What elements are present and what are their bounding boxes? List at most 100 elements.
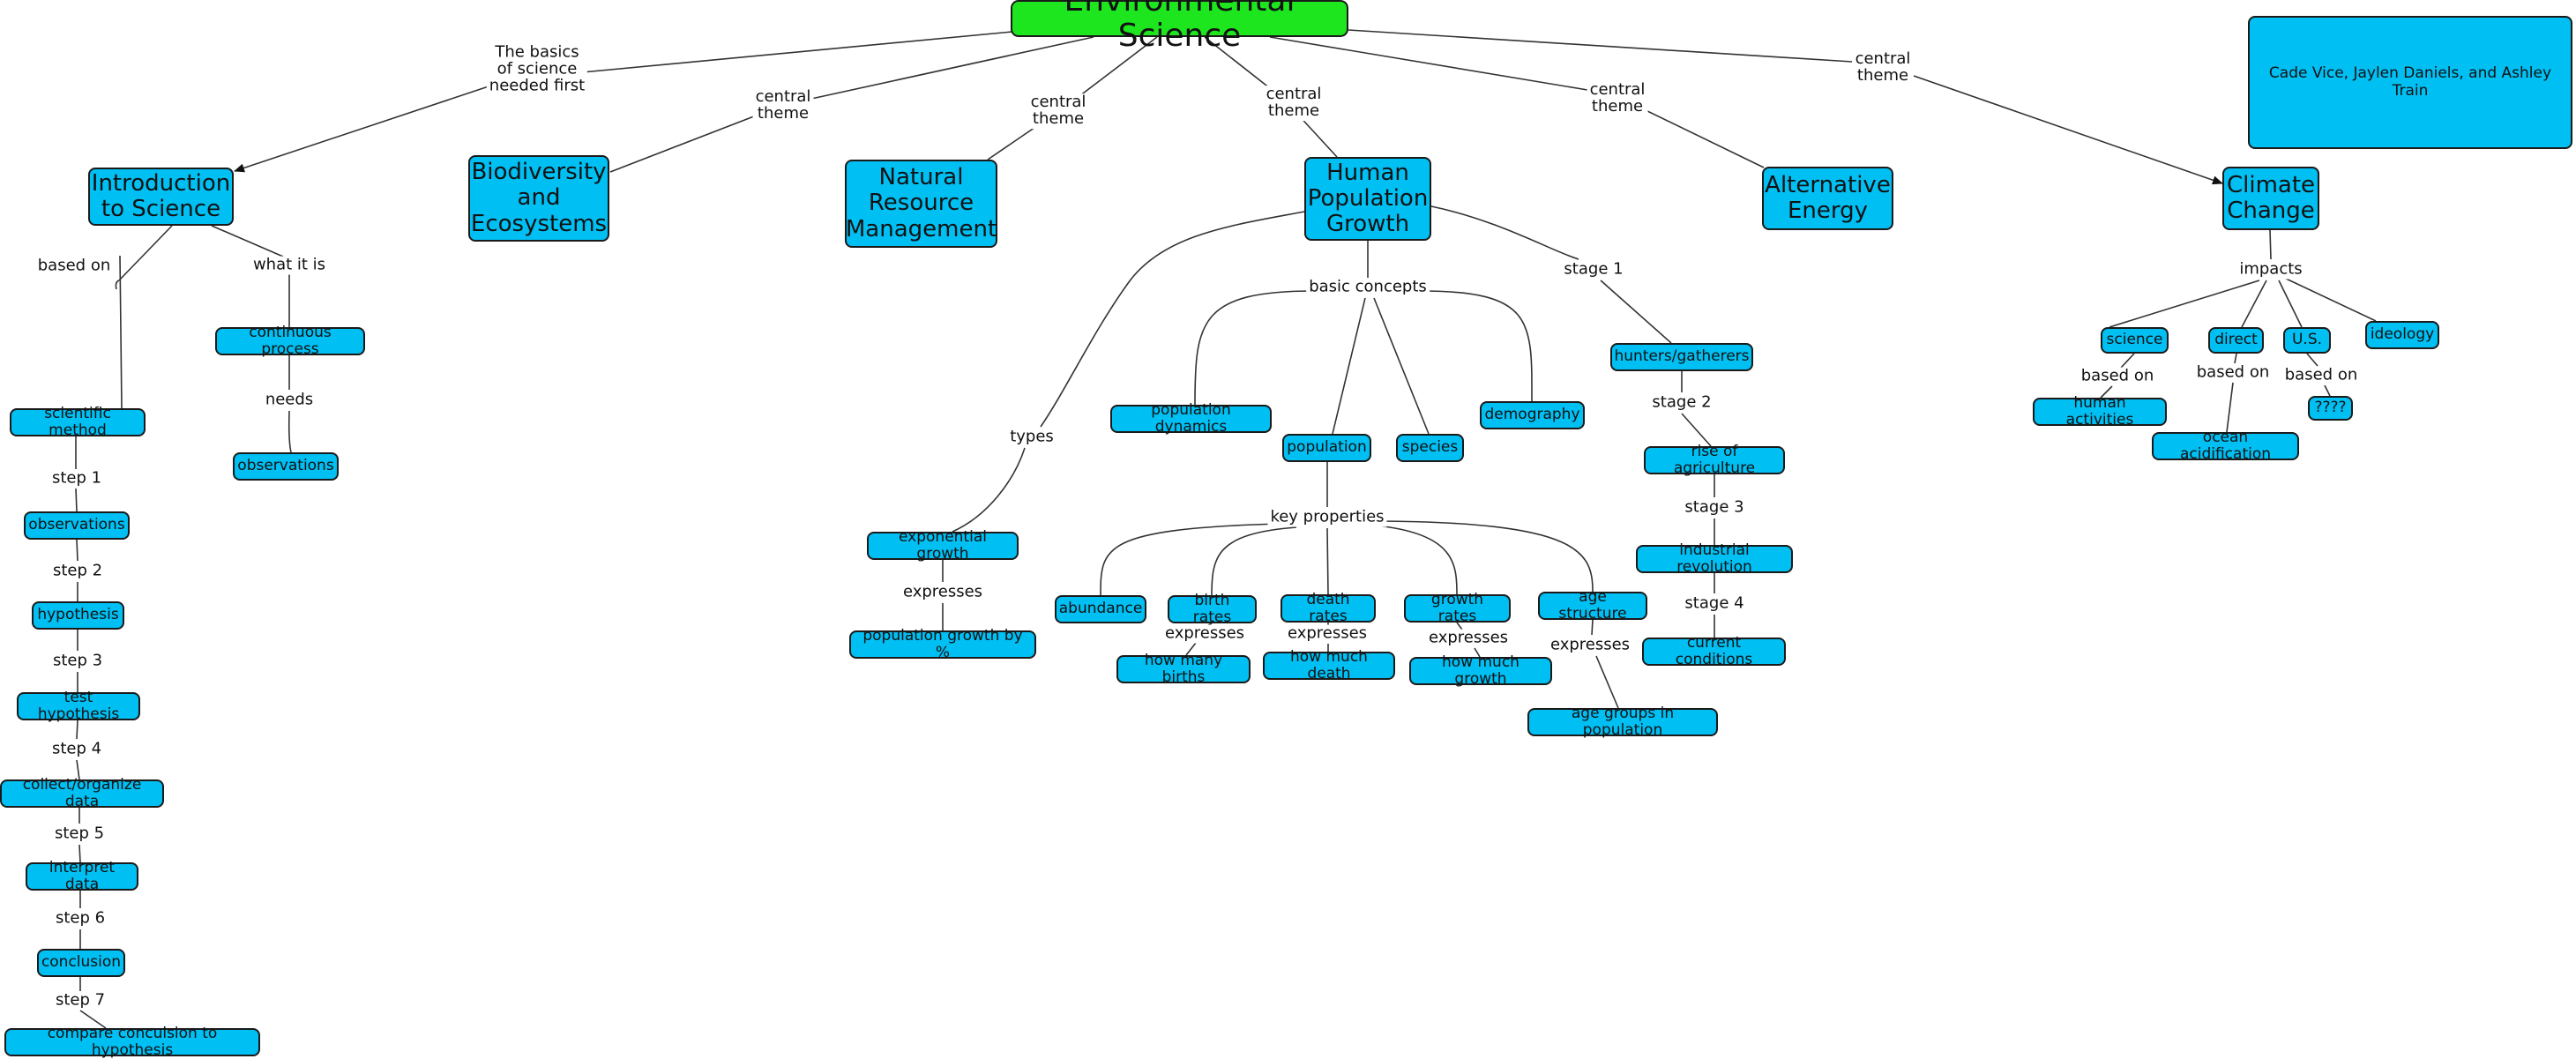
connector-line	[1269, 36, 1588, 91]
link-label-based-on: based on	[2078, 367, 2157, 386]
node-ideology[interactable]: ideology	[2365, 321, 2439, 349]
topic-biodiversity-and-ecosystems[interactable]: Biodiversity and Ecosystems	[468, 155, 609, 242]
link-label-basics: The basics of science needed first	[486, 43, 588, 96]
connector-line	[1075, 36, 1158, 100]
step-node[interactable]: interpret data	[26, 859, 138, 893]
node-human-activities[interactable]: human activities	[2033, 394, 2167, 429]
topic-natural-resource-management[interactable]: Natural Resource Management	[845, 160, 997, 248]
connector-line	[2278, 280, 2303, 328]
node-how-much-growth[interactable]: how much growth	[1409, 653, 1552, 688]
step-node[interactable]: test hypothesis	[17, 689, 140, 723]
node-science[interactable]: science	[2101, 327, 2169, 354]
node-birth-rates[interactable]: birth rates	[1168, 592, 1257, 626]
connector-line	[79, 1010, 107, 1029]
step-node[interactable]: conclusion	[37, 949, 125, 977]
link-label-stage: stage 4	[1682, 594, 1747, 614]
link-label-stage: stage 1	[1561, 260, 1626, 280]
connector-line	[1430, 205, 1579, 260]
node-unknown[interactable]: ????	[2308, 396, 2353, 421]
connector-line	[1591, 619, 1594, 636]
connector-line	[118, 225, 173, 281]
node-population-dynamics[interactable]: population dynamics	[1110, 401, 1272, 436]
node-population-growth-by-percent[interactable]: population growth by %	[849, 627, 1036, 661]
link-label-step: step 4	[49, 740, 105, 759]
topic-climate-change[interactable]: Climate Change	[2222, 167, 2319, 230]
connector-line	[1332, 297, 1366, 435]
link-label-expresses: expresses	[1161, 624, 1248, 644]
link-label-stage: stage 2	[1649, 393, 1714, 413]
connector-line	[1326, 527, 1329, 595]
node-rise-of-agriculture[interactable]: rise of agriculture	[1644, 443, 1785, 477]
connector-line	[2241, 280, 2267, 328]
node-age-groups-in-population[interactable]: age groups in population	[1527, 705, 1718, 739]
node-industrial-revolution[interactable]: industrial revolution	[1636, 541, 1793, 576]
connector-line	[1600, 280, 1672, 344]
connector-line	[1194, 290, 1315, 406]
link-label-what-it-is: what it is	[250, 256, 329, 275]
node-demography[interactable]: demography	[1480, 401, 1585, 429]
connector-line	[234, 84, 495, 173]
node-how-much-death[interactable]: how much death	[1263, 648, 1395, 682]
link-label-basic-concepts: basic concepts	[1306, 278, 1430, 297]
connector-line	[2306, 353, 2318, 367]
node-how-many-births[interactable]: how many births	[1116, 652, 1251, 686]
connector-line	[76, 759, 80, 780]
connector-line	[1375, 520, 1594, 593]
node-continuous-process[interactable]: continuous process	[215, 324, 365, 358]
node-ocean-acidification[interactable]: ocean acidification	[2152, 429, 2299, 463]
link-label-step: step 3	[49, 652, 106, 671]
step-node[interactable]: collect/organize data	[0, 776, 164, 810]
step-node[interactable]: hypothesis	[32, 601, 124, 630]
connector-line	[1204, 36, 1275, 93]
step-node[interactable]: observations	[24, 511, 130, 540]
node-age-structure[interactable]: age structure	[1538, 588, 1647, 623]
topic-human-population-growth[interactable]: Human Population Growth	[1304, 157, 1431, 241]
link-label-needs: needs	[262, 391, 317, 410]
connector-line	[1211, 526, 1297, 596]
link-label-central-theme: central theme	[1263, 86, 1325, 121]
node-death-rates[interactable]: death rates	[1281, 591, 1376, 625]
node-hunters-gatherers[interactable]: hunters/gatherers	[1610, 343, 1753, 371]
node-abundance[interactable]: abundance	[1055, 595, 1146, 623]
connector-line	[115, 280, 120, 290]
node-population[interactable]: population	[1282, 434, 1371, 462]
node-growth-rates[interactable]: growth rates	[1404, 591, 1511, 625]
link-label-central-theme: central theme	[752, 88, 814, 123]
connector-line	[2100, 385, 2113, 399]
link-label-expresses: expresses	[1284, 624, 1370, 644]
node-direct[interactable]: direct	[2208, 327, 2264, 354]
connector-line	[2234, 353, 2237, 364]
connector-line	[2226, 382, 2234, 433]
link-label-based-on: based on	[34, 257, 114, 276]
connector-line	[75, 488, 78, 512]
node-scientific-method[interactable]: scientific method	[10, 405, 146, 439]
link-label-based-on: based on	[2193, 363, 2273, 383]
node-us[interactable]: U.S.	[2283, 327, 2331, 354]
connector-line	[2120, 353, 2135, 369]
node-current-conditions[interactable]: current conditions	[1642, 634, 1786, 668]
node-exponential-growth[interactable]: exponential growth	[867, 528, 1019, 563]
topic-alternative-energy[interactable]: Alternative Energy	[1762, 167, 1893, 230]
connector-line	[287, 410, 292, 453]
root-node-environmental-science[interactable]: Environmental Science	[1011, 0, 1348, 54]
connector-line	[2269, 229, 2272, 260]
link-label-step: step 1	[49, 469, 105, 488]
node-observations-needed[interactable]: observations	[233, 452, 339, 481]
step-node[interactable]: compare conculsion to hypothesis	[4, 1025, 260, 1059]
link-label-central-theme: central theme	[1027, 93, 1089, 129]
link-label-step: step 7	[52, 991, 108, 1011]
connector-line	[952, 447, 1026, 533]
link-label-based-on: based on	[2281, 366, 2361, 385]
node-species[interactable]: species	[1396, 434, 1464, 462]
link-label-key-properties: key properties	[1267, 508, 1387, 527]
topic-introduction-to-science[interactable]: Introduction to Science	[88, 168, 234, 226]
connector-line	[1373, 297, 1430, 435]
connector-line	[76, 720, 78, 740]
connector-line	[1456, 622, 1463, 630]
connector-line	[1185, 642, 1197, 656]
connector-line	[1375, 525, 1458, 595]
connector-line	[1913, 75, 2223, 185]
connector-line	[810, 36, 1094, 100]
